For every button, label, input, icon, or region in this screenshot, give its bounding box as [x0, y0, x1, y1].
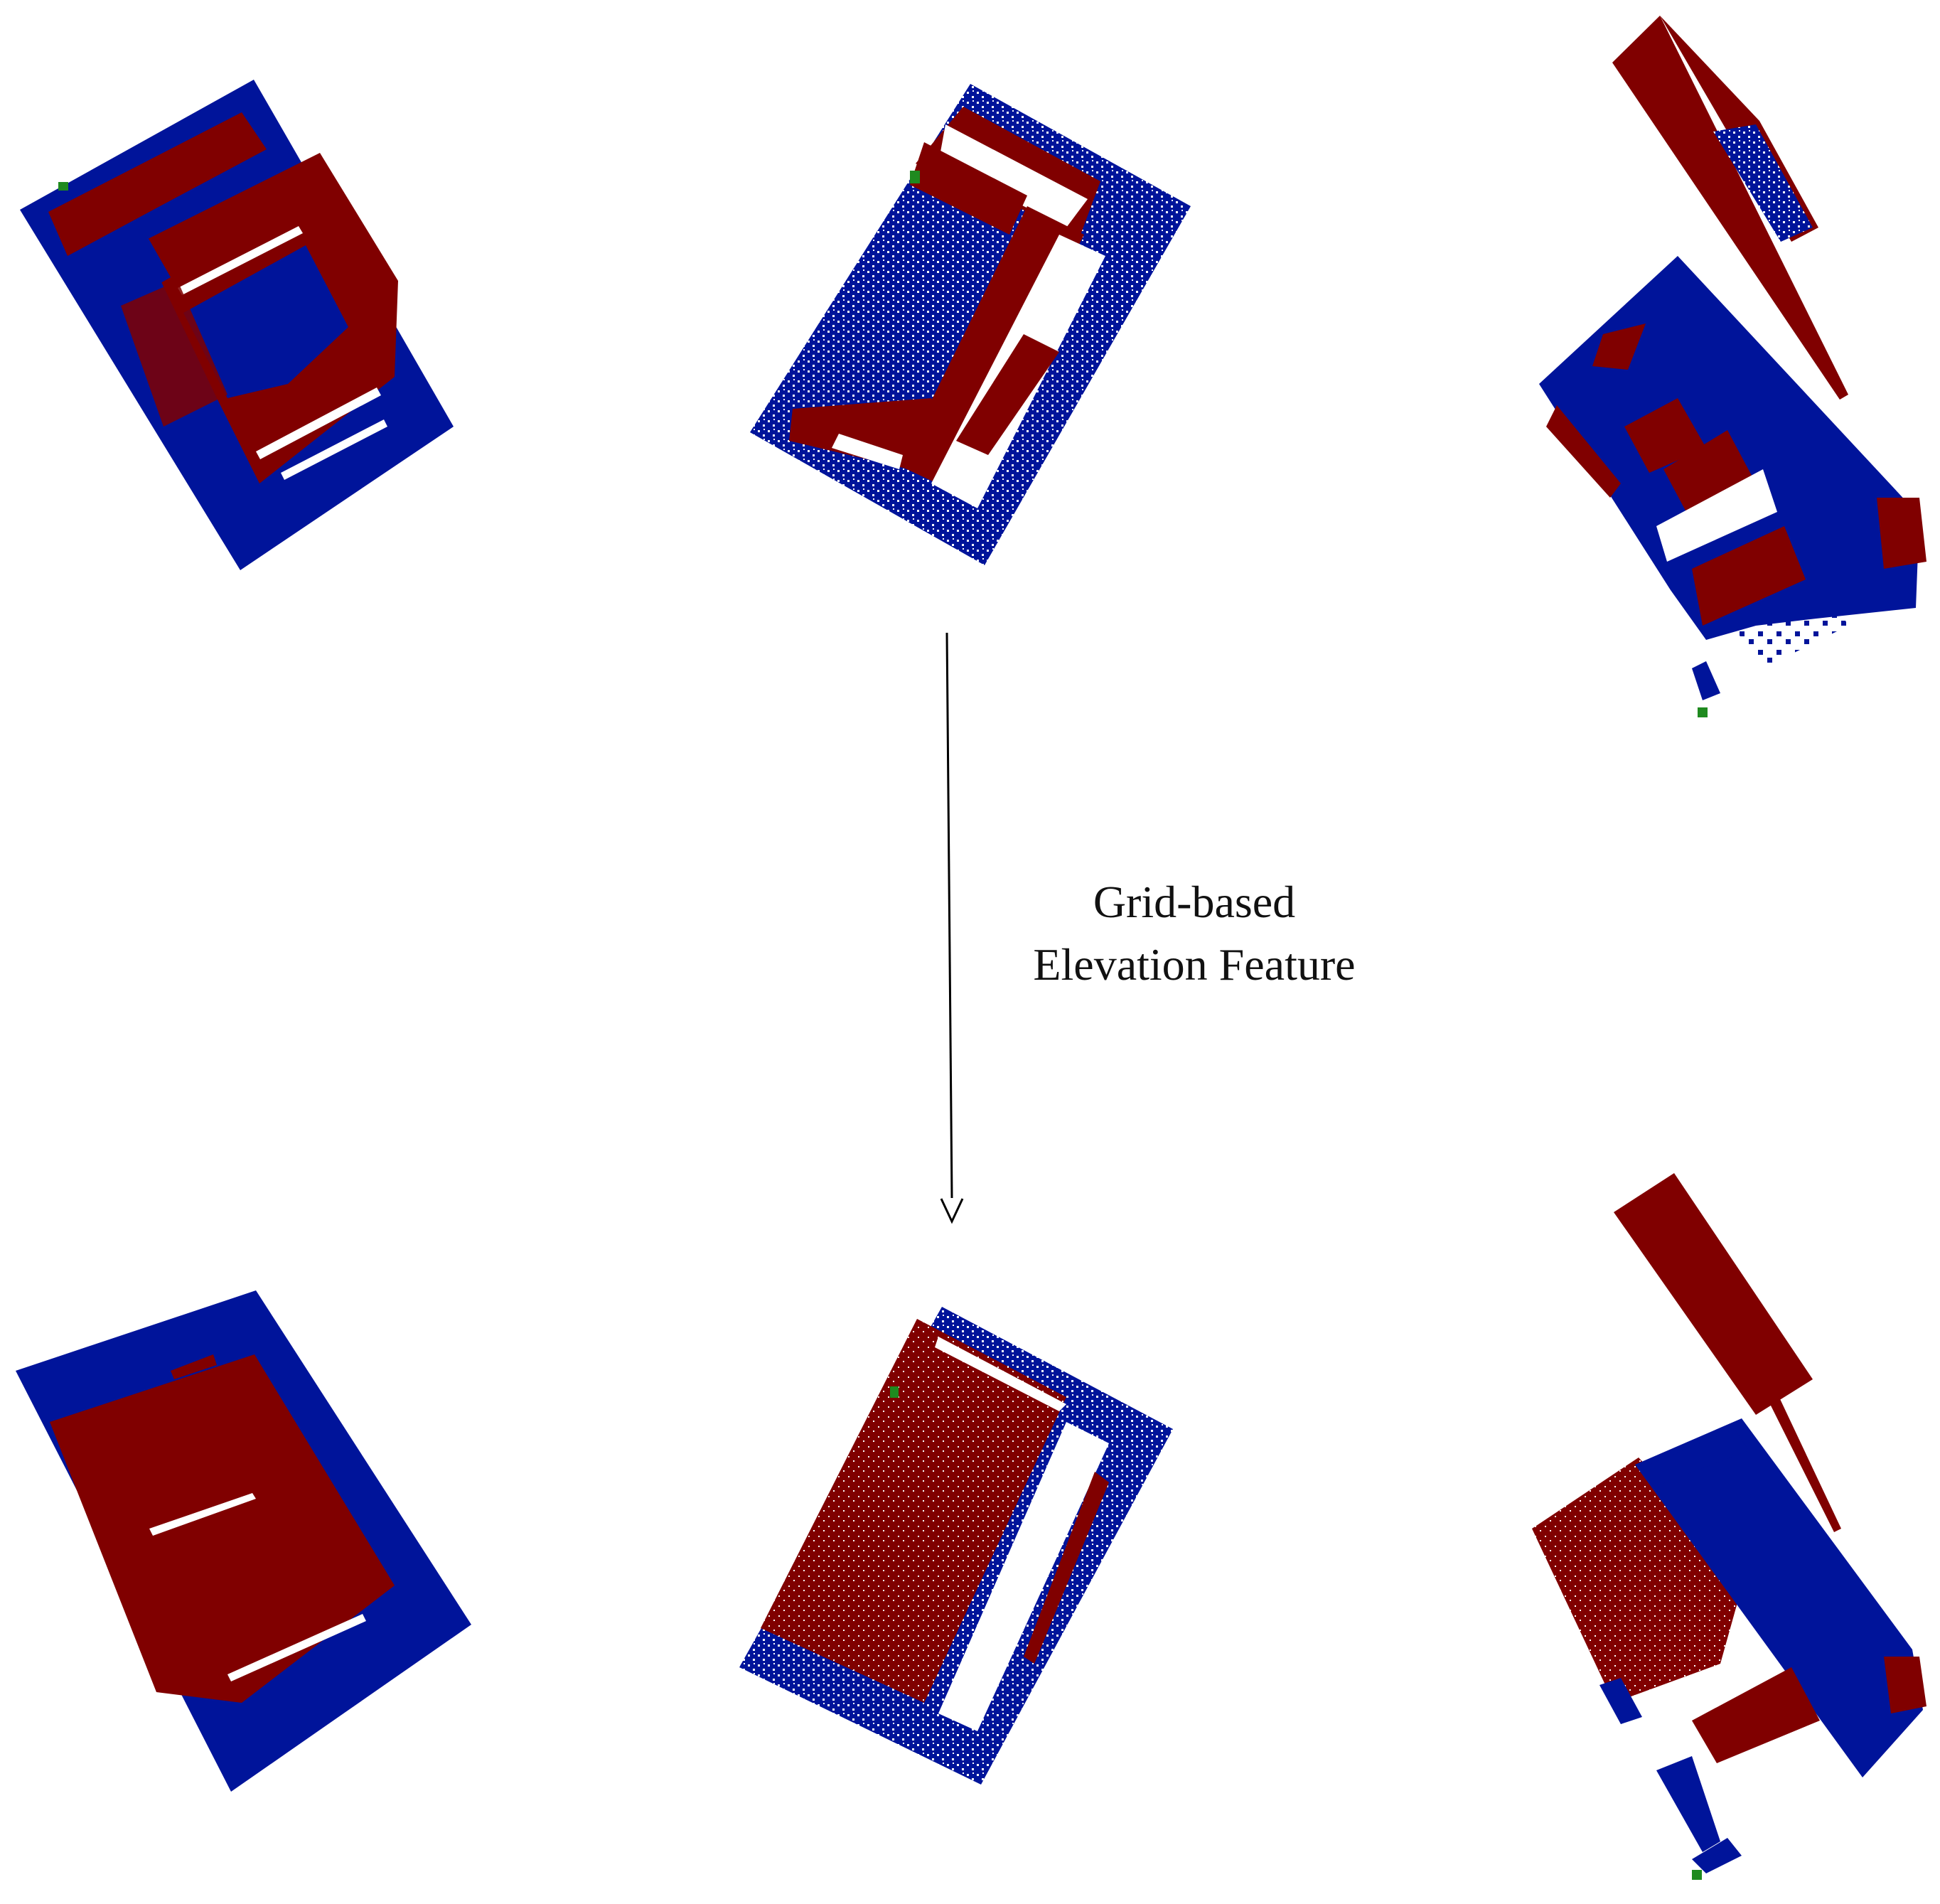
point-cloud-elevation-2 [739, 1307, 1173, 1785]
process-label-line1: Grid-based [1093, 877, 1296, 927]
point-cloud-original-1 [20, 80, 454, 570]
point-cloud-original-3 [1539, 16, 1926, 717]
arrow [940, 632, 964, 1224]
point-cloud-original-2 [750, 84, 1191, 565]
point-cloud-elevation-3 [1532, 1173, 1926, 1880]
process-label: Grid-based Elevation Feature [910, 871, 1479, 996]
process-label-line2: Elevation Feature [1033, 939, 1356, 990]
point-cloud-elevation-1 [16, 1290, 471, 1792]
